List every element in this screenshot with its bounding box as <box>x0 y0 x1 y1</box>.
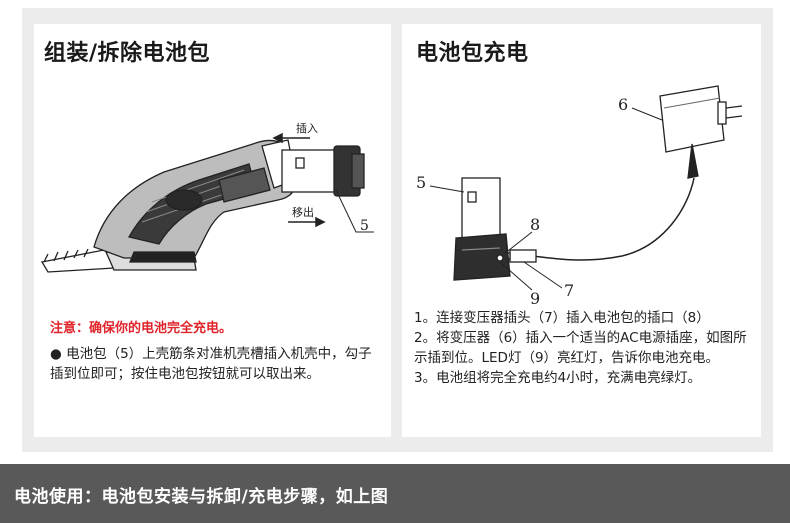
footer-text: 电池使用：电池包安装与拆卸/充电步骤，如上图 <box>14 487 389 507</box>
insert-arrow-icon <box>272 132 310 144</box>
callout-8: 8 <box>530 215 540 234</box>
charging-illustration: 5 6 8 7 9 <box>416 85 743 304</box>
footer-bar: 电池使用：电池包安装与拆卸/充电步骤，如上图 <box>0 464 790 523</box>
charging-title: 电池包充电 <box>416 41 529 66</box>
remove-arrow-icon <box>288 216 326 228</box>
callout-6: 6 <box>618 95 628 114</box>
power-adapter <box>659 85 743 179</box>
shear-body <box>93 139 297 263</box>
charger-cable <box>531 177 695 261</box>
assembly-panel: 组装/拆除电池包 插入 <box>34 24 391 437</box>
charging-steps: 1。连接变压器插头（7）插入电池包的插口（8） 2。将变压器（6）插入一个适当的… <box>414 308 759 388</box>
charging-step: 3。电池组将完全充电约4小时，充满电亮绿灯。 <box>414 370 702 386</box>
warning-text: 注意：确保你的电池完全充电。 <box>50 321 233 336</box>
callout-line-6 <box>631 107 663 121</box>
shear-assembly-illustration: 插入 移出 5 <box>40 121 374 273</box>
callout-line-9 <box>499 261 533 291</box>
callout-line-5 <box>335 189 374 233</box>
battery-pack-standing <box>453 177 511 281</box>
insert-label: 插入 <box>296 121 318 135</box>
assembly-description: ● 电池包（5）上壳筋条对准机壳槽插入机壳中，勾子插到位即可；按住电池包按钮就可… <box>50 346 372 382</box>
callout-7: 7 <box>564 281 574 300</box>
battery-pack <box>281 145 365 197</box>
remove-label: 移出 <box>292 205 314 219</box>
charging-step: 1。连接变压器插头（7）插入电池包的插口（8） <box>414 310 710 326</box>
charging-step: 2。将变压器（6）插入一个适当的AC电源插座，如图所示插到位。LED灯（9）亮红… <box>414 330 747 366</box>
callout-line-5-charging <box>429 185 465 193</box>
assembly-title: 组装/拆除电池包 <box>44 41 211 66</box>
charging-panel: 电池包充电 5 6 8 7 <box>402 24 761 437</box>
callout-line-8 <box>503 231 533 255</box>
callout-9: 9 <box>530 289 540 304</box>
callout-5-charging: 5 <box>416 173 426 192</box>
callout-5: 5 <box>360 218 369 234</box>
callout-line-7 <box>523 261 563 289</box>
